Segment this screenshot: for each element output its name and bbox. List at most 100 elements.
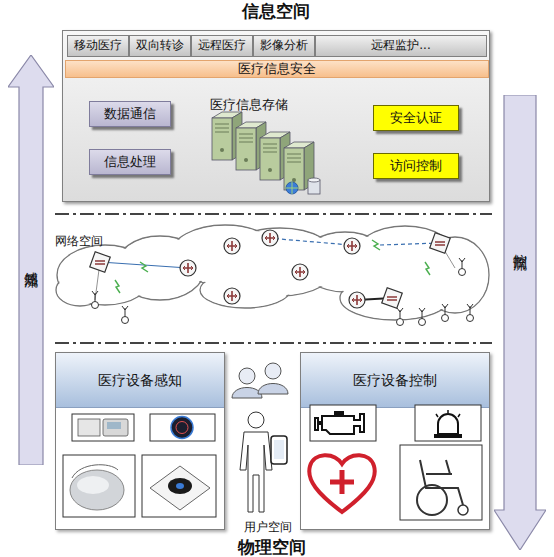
security-box: 安全认证 xyxy=(373,105,459,131)
user-figure-icon xyxy=(271,436,287,464)
server-group xyxy=(212,112,242,160)
cloud-fill xyxy=(201,273,289,307)
heart-cross-icon xyxy=(309,455,375,512)
device-box: 医疗设备控制 xyxy=(300,352,490,530)
server-group xyxy=(286,182,298,194)
space-panel: 信息空间移动医疗双向转诊远程医疗影像分析远程监护...医疗信息安全数据通信信息处… xyxy=(62,30,490,202)
flow-arrow: 感知流 xyxy=(8,55,54,465)
node-label: 数据通信 xyxy=(90,102,170,126)
user-pair-icon xyxy=(232,363,288,398)
service-tab: 远程医疗 xyxy=(191,35,253,57)
sensor-group xyxy=(122,306,129,324)
service-tab: 移动医疗 xyxy=(67,35,129,57)
function-box: 数据通信 xyxy=(89,101,171,127)
pacemaker-icon xyxy=(63,455,135,517)
glucose-meter-icon xyxy=(176,483,184,489)
router-group xyxy=(224,238,240,254)
engine-icon xyxy=(310,405,376,441)
arrow-body xyxy=(8,55,54,465)
user-pair-icon xyxy=(232,388,262,399)
divider-line xyxy=(55,213,492,215)
divider-line xyxy=(55,342,492,344)
wheelchair-icon xyxy=(458,505,468,515)
engine-icon xyxy=(315,414,364,434)
server-group xyxy=(212,112,320,194)
router-group xyxy=(90,230,451,308)
cloud-fill xyxy=(57,226,488,319)
network-link xyxy=(115,280,120,293)
glucose-meter-icon xyxy=(142,455,216,517)
sensor-group xyxy=(397,308,404,326)
user-figure-icon xyxy=(248,412,264,428)
service-tab: 影像分析 xyxy=(253,35,315,57)
node-label: 控制流 xyxy=(494,243,546,246)
region-label: 物理空间 xyxy=(238,536,306,557)
arrow-shape xyxy=(494,95,546,550)
user-pair-icon xyxy=(265,363,281,379)
node-label: 医疗信息安全 xyxy=(66,61,488,77)
router-group xyxy=(430,233,451,254)
bp-monitor-icon xyxy=(78,419,100,436)
server-group xyxy=(308,178,320,182)
user-pair-icon xyxy=(258,384,288,395)
bp-monitor-icon xyxy=(72,414,134,441)
sensor-group xyxy=(442,304,449,322)
cloud-outline xyxy=(56,225,489,320)
heart-cross-icon xyxy=(309,455,375,512)
server-group xyxy=(284,142,314,190)
glucose-meter-icon xyxy=(168,478,192,494)
siren-icon xyxy=(438,414,458,434)
node-label: 远程医疗 xyxy=(192,36,252,56)
pacemaker-icon xyxy=(70,470,124,510)
siren-icon xyxy=(436,410,460,417)
bp-monitor-icon xyxy=(72,414,134,441)
network-link xyxy=(372,240,380,250)
siren-icon xyxy=(415,405,481,441)
server-group xyxy=(308,180,320,194)
watch-icon xyxy=(150,414,215,441)
arrow-body xyxy=(494,95,546,550)
node-label: 安全认证 xyxy=(374,106,458,130)
divider-line xyxy=(55,214,492,343)
node-label: 访问控制 xyxy=(374,154,458,178)
user-figure-icon xyxy=(240,412,287,512)
watch-icon xyxy=(171,417,193,439)
router-group xyxy=(349,292,365,308)
router-group xyxy=(90,252,111,273)
user-pair-icon xyxy=(239,368,255,384)
network-link xyxy=(140,262,148,272)
heart-cross-icon xyxy=(330,470,354,494)
sensor-group xyxy=(92,291,99,309)
region-label: 网络空间 xyxy=(55,233,103,250)
network-link xyxy=(425,262,430,275)
node-label: 医疗设备控制 xyxy=(301,353,489,407)
router-group xyxy=(262,230,278,246)
node-label: 信息空间 xyxy=(63,2,489,22)
sensor-group xyxy=(92,258,474,326)
cloud-fill xyxy=(341,277,449,319)
node-label: 信息处理 xyxy=(90,150,170,174)
node-label: 双向转诊 xyxy=(130,36,190,56)
node-label: 远程监护... xyxy=(316,36,486,56)
pacemaker-icon xyxy=(77,476,109,494)
security-band: 医疗信息安全 xyxy=(65,60,489,78)
watch-icon xyxy=(176,422,188,434)
service-tab: 远程监护... xyxy=(315,35,487,57)
glucose-meter-icon xyxy=(142,455,216,517)
siren-icon xyxy=(434,434,462,438)
engine-icon xyxy=(334,411,344,415)
wheelchair-icon xyxy=(420,460,463,505)
wheelchair-icon xyxy=(400,445,482,520)
router-group xyxy=(224,288,240,304)
bp-monitor-icon xyxy=(103,419,128,436)
sensor-group xyxy=(419,308,426,326)
wheelchair-icon xyxy=(417,485,447,515)
engine-icon xyxy=(310,405,376,441)
watch-icon xyxy=(150,414,215,441)
router-group xyxy=(382,288,403,309)
user-figure-icon xyxy=(240,432,272,512)
bp-monitor-icon xyxy=(107,422,121,429)
flow-arrow: 控制流 xyxy=(494,95,546,550)
pacemaker-icon xyxy=(63,455,135,517)
